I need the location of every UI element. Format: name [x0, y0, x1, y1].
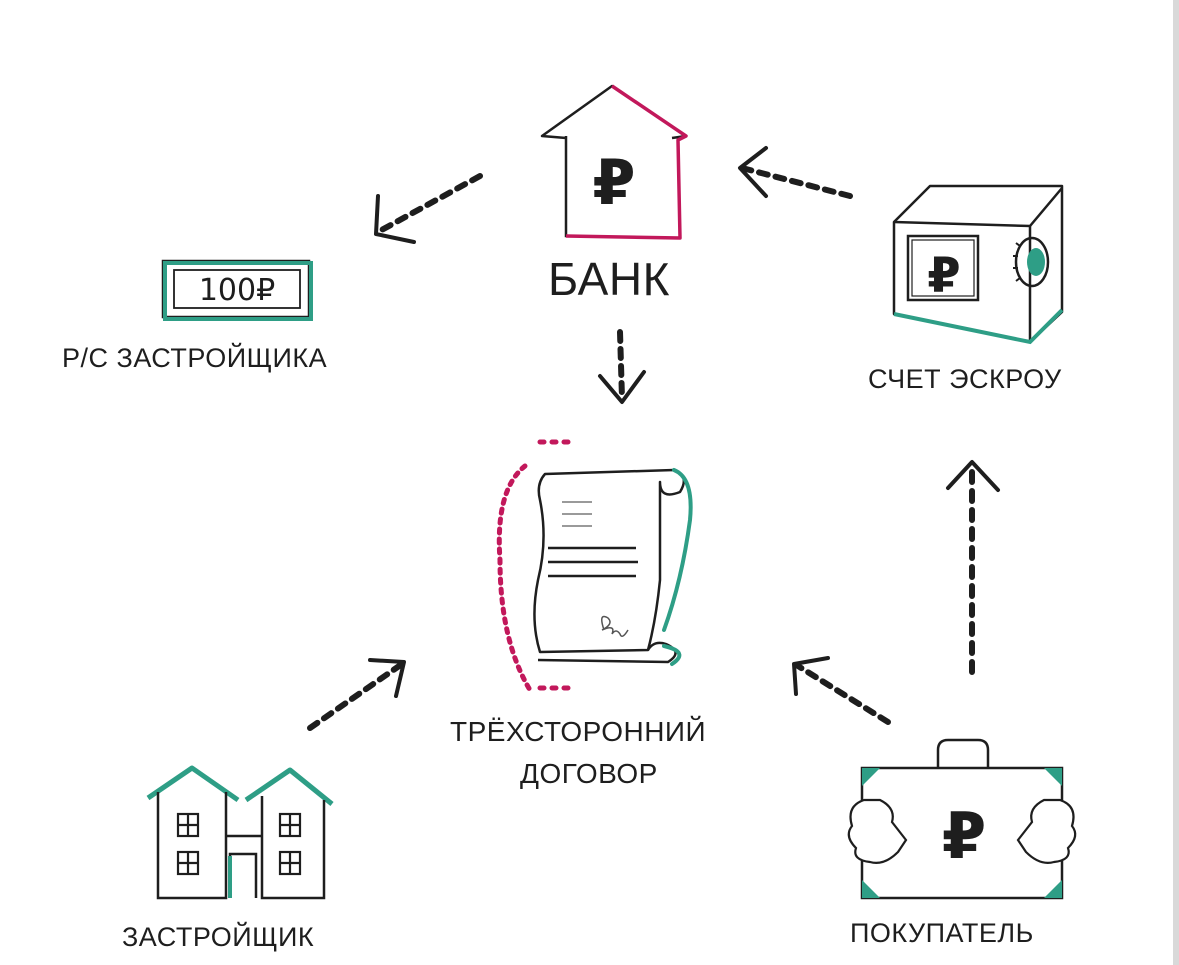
bank-ruble-glyph: ₽ — [592, 146, 635, 219]
arrow-escrow-to-bank — [738, 146, 853, 199]
banknote-text: 100₽ — [199, 273, 275, 308]
contract-label-line2: ДОГОВОР — [520, 758, 658, 789]
bank-label: БАНК — [548, 253, 670, 305]
right-edge-border — [1173, 0, 1179, 965]
developer-label: ЗАСТРОЙЩИК — [122, 922, 315, 952]
arrow-bank-to-developer-account — [374, 173, 483, 244]
arrow-buyer-to-contract — [792, 656, 891, 725]
arrow-developer-to-contract — [307, 658, 406, 731]
bank-house-ruble-icon: ₽ — [540, 84, 688, 240]
buyer-label: ПОКУПАТЕЛЬ — [850, 918, 1034, 948]
banknote-icon: 100₽ — [161, 259, 313, 321]
scroll-contract-icon — [496, 439, 693, 693]
contract-label-line1: ТРЁХСТОРОННИЙ — [450, 716, 707, 747]
houses-icon — [146, 765, 334, 900]
developer-account-label: Р/С ЗАСТРОЙЩИКА — [62, 343, 328, 373]
safe-ruble-glyph: ₽ — [927, 248, 960, 304]
escrow-label: СЧЕТ ЭСКРОУ — [868, 364, 1062, 394]
suitcase-ruble-glyph: ₽ — [942, 800, 987, 874]
safe-icon: ₽ — [892, 184, 1064, 345]
suitcase-ruble-icon: ₽ — [847, 738, 1077, 900]
arrow-bank-to-contract — [598, 329, 646, 404]
arrow-buyer-to-escrow — [946, 460, 1000, 675]
